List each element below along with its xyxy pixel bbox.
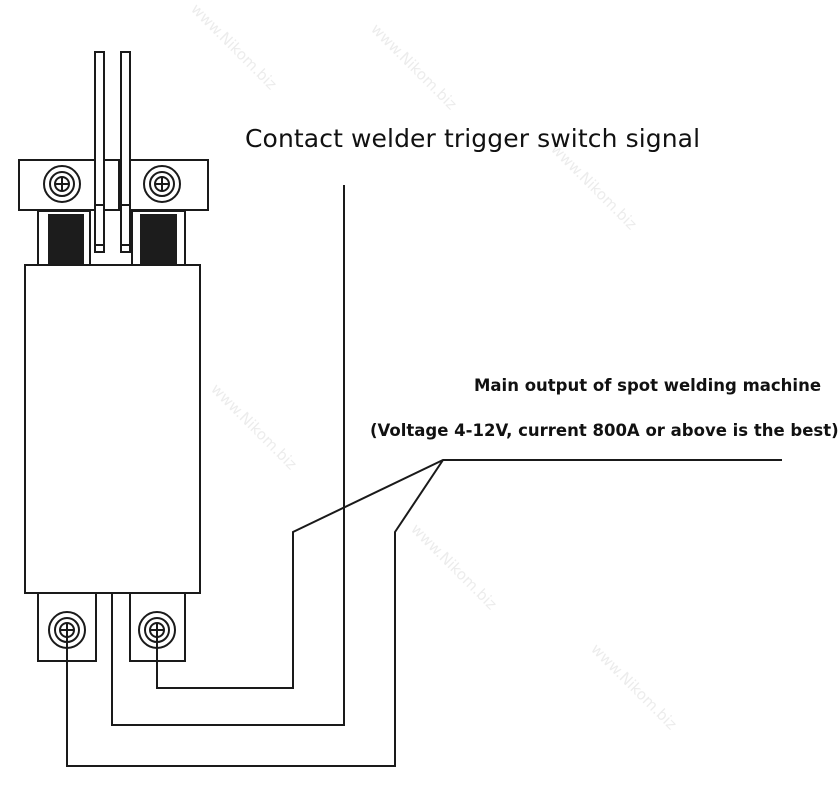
relay-body bbox=[24, 264, 201, 594]
wire-output-2 bbox=[66, 459, 444, 767]
output-label: Main output of spot welding machine bbox=[474, 376, 822, 395]
screw-top-right bbox=[143, 165, 181, 203]
diagram-title: Contact welder trigger switch signal bbox=[245, 124, 701, 153]
wiring-diagram: www.Nikom.biz www.Nikom.biz www.Nikom.bi… bbox=[18, 0, 839, 767]
wire-output-1 bbox=[156, 459, 782, 689]
screw-top-left bbox=[43, 165, 81, 203]
output-spec: (Voltage 4-12V, current 800A or above is… bbox=[370, 421, 839, 440]
wire-trigger-signal bbox=[111, 185, 345, 726]
diagram-drawing bbox=[18, 51, 782, 767]
